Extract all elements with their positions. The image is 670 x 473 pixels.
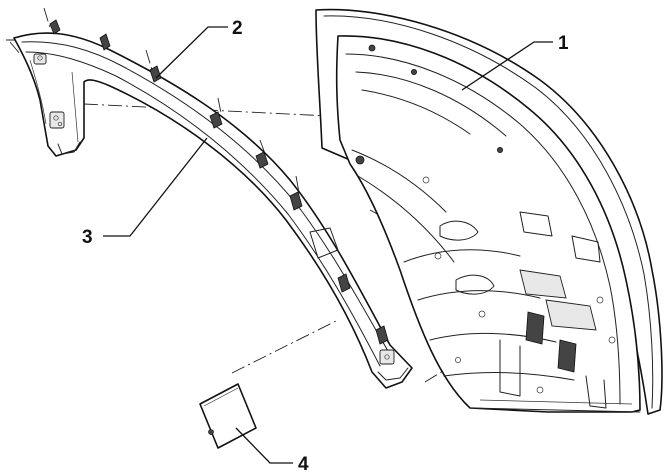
callout-3: 3 (82, 227, 93, 248)
callout-leaders (103, 26, 553, 464)
callout-1: 1 (558, 33, 569, 54)
cover-plate-icon (199, 383, 257, 449)
tailgate-panel-icon (315, 8, 663, 415)
callout-4: 4 (298, 454, 309, 473)
callout-2: 2 (232, 18, 243, 39)
trim-strip-icon (13, 19, 413, 389)
clip-icon (49, 19, 389, 345)
